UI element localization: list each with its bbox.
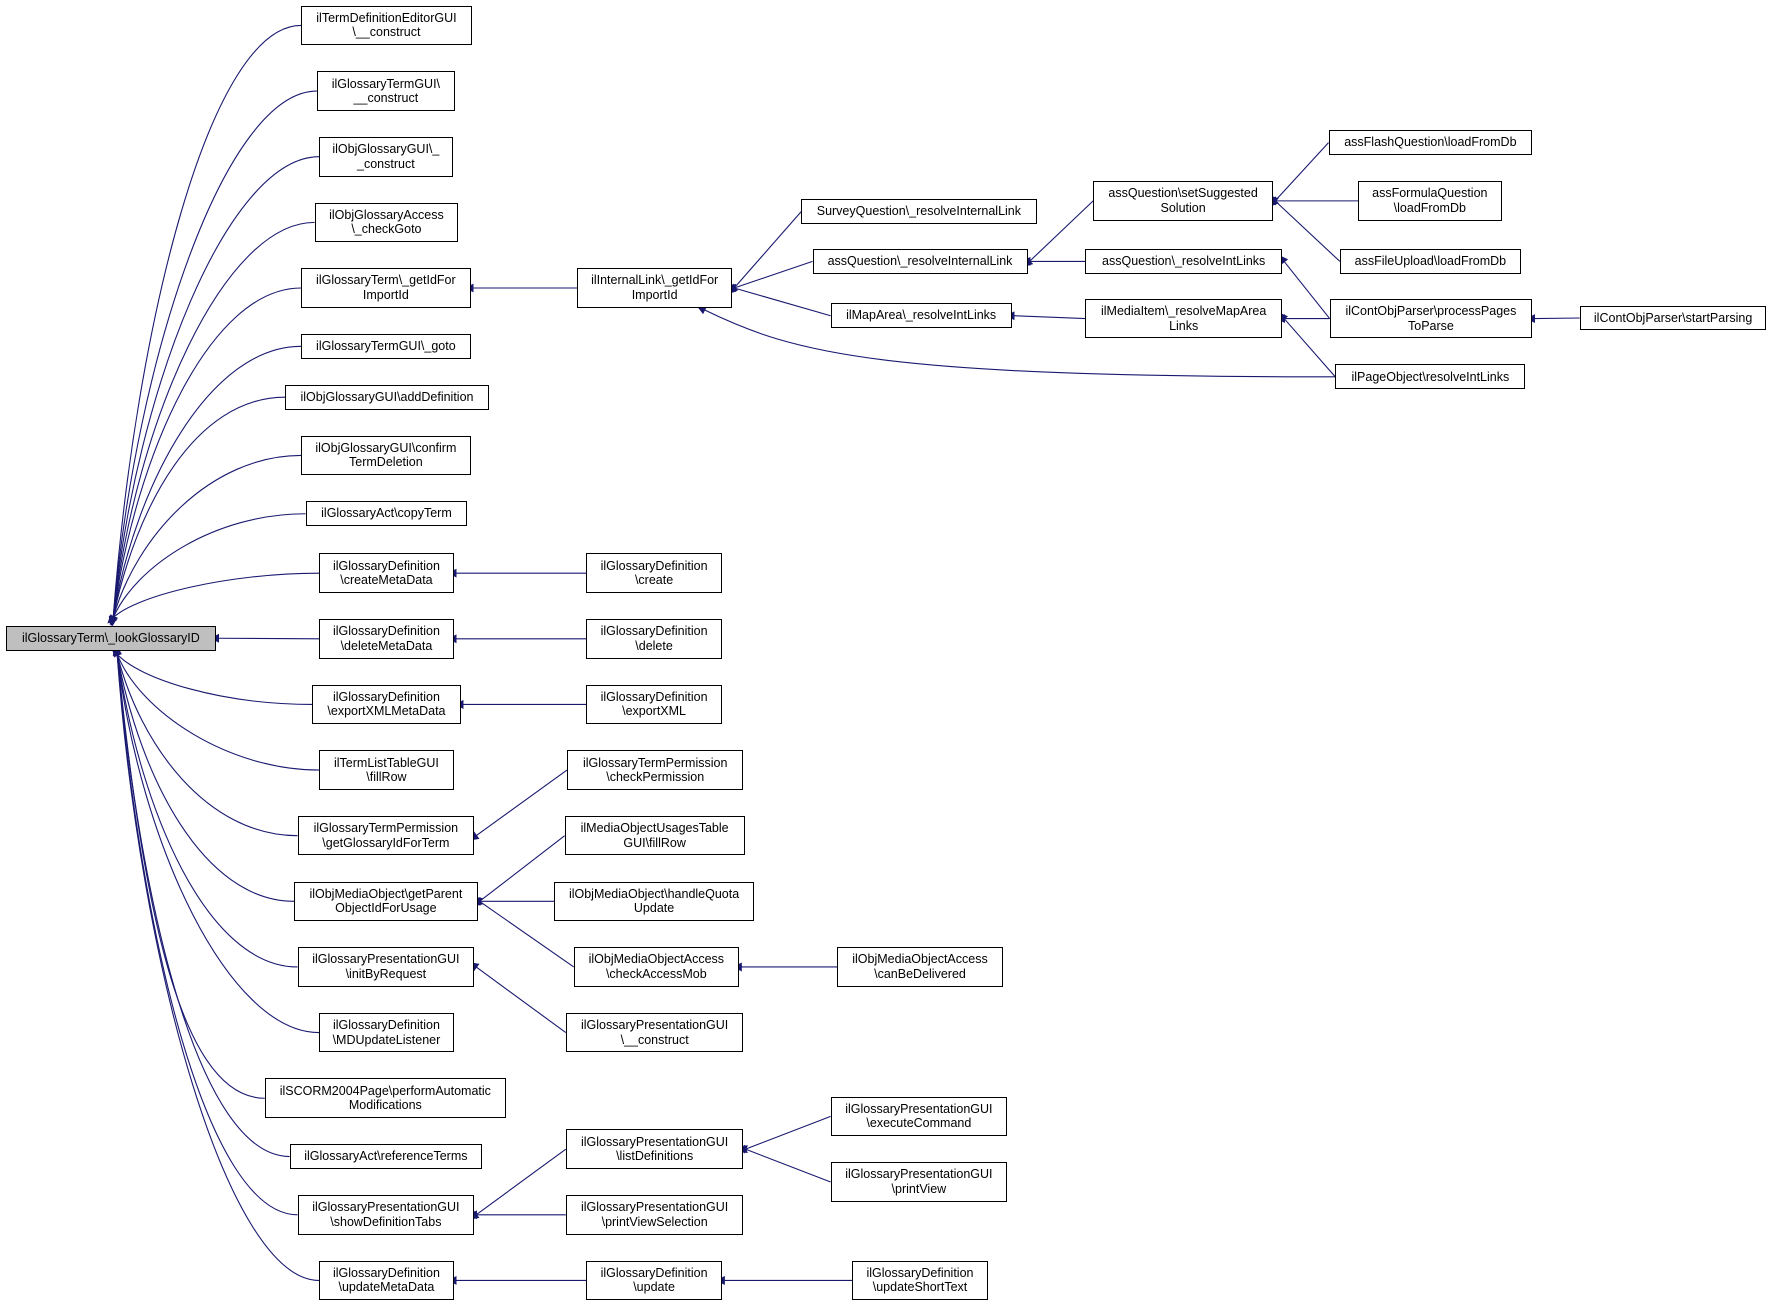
node-ilglossarytermpermission-checkpermission[interactable]: ilGlossaryTermPermission \checkPermissio…: [566, 750, 744, 790]
edge-m11-to-m13: [1526, 314, 1580, 324]
edge-root-to-n10: [107, 572, 320, 624]
node-ilglossaryterm-lookglossaryid[interactable]: ilGlossaryTerm\_lookGlossaryID: [5, 625, 217, 651]
node-assquestion-resolveinternallink[interactable]: assQuestion\_resolveInternalLink: [812, 248, 1028, 274]
edge-m3-to-m5: [1023, 200, 1094, 267]
edge-root-to-n19: [112, 646, 290, 1158]
edge-m1-to-m2: [728, 211, 802, 295]
edge-m1-to-m3: [726, 260, 813, 292]
node-ilglossarydefinition-exportxml[interactable]: ilGlossaryDefinition \exportXML: [586, 684, 722, 725]
edge-root-to-n21: [112, 646, 320, 1281]
node-assfileupload-loadfromdb[interactable]: assFileUpload\loadFromDb: [1339, 248, 1521, 274]
edge-root-to-n5: [108, 287, 302, 626]
node-ilmediaitem-resolvemaparea-links[interactable]: ilMediaItem\_resolveMapArea Links: [1085, 298, 1283, 339]
node-ilglossarypresentationgui-printviewselection[interactable]: ilGlossaryPresentationGUI \printViewSele…: [565, 1195, 744, 1235]
edge-root-to-n17: [112, 646, 320, 1034]
edge-c10-to-c12: [737, 1145, 831, 1183]
edge-m1-to-m12: [696, 306, 1336, 378]
edge-root-to-n11: [210, 633, 320, 643]
node-ilglossarypresentationgui-printview[interactable]: ilGlossaryPresentationGUI \printView: [830, 1162, 1008, 1202]
node-ilpageobject-resolveintlinks[interactable]: ilPageObject\resolveIntLinks: [1335, 364, 1526, 390]
node-ilobjglossarygui-confirm-termdeletion[interactable]: ilObjGlossaryGUI\confirm TermDeletion: [301, 435, 471, 476]
edge-root-to-n4: [108, 221, 315, 626]
node-ilglossarypresentationgui-listdefinitions[interactable]: ilGlossaryPresentationGUI \listDefinitio…: [565, 1129, 744, 1169]
node-ilglossarydefinition-createmetadata[interactable]: ilGlossaryDefinition \createMetaData: [319, 553, 454, 593]
node-assquestion-resolveintlinks[interactable]: assQuestion\_resolveIntLinks: [1085, 248, 1283, 274]
node-ilglossaryterm-getidfor-importid[interactable]: ilGlossaryTerm\_getIdFor ImportId: [301, 268, 471, 308]
edge-root-to-n9: [109, 513, 306, 626]
edge-m5-to-m8: [1269, 142, 1329, 207]
node-ilscorm2004page-performautomatic-modifications[interactable]: ilSCORM2004Page\performAutomatic Modific…: [264, 1078, 506, 1119]
edge-m7-to-m12: [1278, 312, 1336, 378]
edge-root-to-n14: [113, 646, 298, 837]
node-ilobjglossarygui-construct[interactable]: ilObjGlossaryGUI\_ _construct: [319, 136, 453, 177]
node-surveyquestion-resolveinternallink[interactable]: SurveyQuestion\_resolveInternalLink: [801, 199, 1037, 225]
node-ilglossarydefinition-update[interactable]: ilGlossaryDefinition \update: [586, 1260, 722, 1301]
edge-root-to-n12: [111, 648, 313, 705]
edge-n20-to-c10: [469, 1148, 567, 1220]
node-assflashquestion-loadfromdb[interactable]: assFlashQuestion\loadFromDb: [1328, 130, 1533, 156]
node-ilglossarydefinition-create[interactable]: ilGlossaryDefinition \create: [586, 553, 722, 593]
edge-root-to-n6: [108, 345, 302, 626]
edge-n14-to-c4: [469, 769, 568, 841]
node-ilobjmediaobjectaccess-canbedelivered[interactable]: ilObjMediaObjectAccess \canBeDelivered: [837, 947, 1003, 987]
edge-root-to-n13: [113, 646, 320, 771]
node-ilglossarypresentationgui-executecommand[interactable]: ilGlossaryPresentationGUI \executeComman…: [830, 1096, 1008, 1137]
node-ilglossarydefinition-updatemetadata[interactable]: ilGlossaryDefinition \updateMetaData: [319, 1260, 454, 1301]
node-ilmaparea-resolveintlinks[interactable]: ilMapArea\_resolveIntLinks: [830, 303, 1012, 329]
edge-m1-to-m4: [726, 283, 831, 317]
node-ilglossaryact-copyterm[interactable]: ilGlossaryAct\copyTerm: [305, 501, 468, 527]
edge-m6-to-m11: [1279, 255, 1331, 319]
node-assformulaquestion-loadfromdb[interactable]: assFormulaQuestion \loadFromDb: [1357, 181, 1502, 221]
edge-root-to-n16: [112, 646, 298, 968]
edge-root-to-n15: [112, 646, 295, 902]
node-iltermlisttablegui-fillrow[interactable]: ilTermListTableGUI \fillRow: [319, 750, 454, 790]
node-ilmediaobjectusagestable-gui-fillrow[interactable]: ilMediaObjectUsagesTable GUI\fillRow: [564, 815, 745, 856]
edge-root-to-n8: [109, 454, 302, 626]
edge-n15-to-c7: [472, 896, 575, 968]
node-ilcontobjparser-processpages-toparse[interactable]: ilContObjParser\processPages ToParse: [1329, 298, 1533, 339]
node-ilglossarydefinition-updateshorttext[interactable]: ilGlossaryDefinition \updateShortText: [852, 1260, 988, 1301]
edge-n15-to-c5: [473, 835, 566, 907]
node-ilobjmediaobjectaccess-checkaccessmob[interactable]: ilObjMediaObjectAccess \checkAccessMob: [573, 947, 739, 987]
node-ilglossarypresentationgui-construct[interactable]: ilGlossaryPresentationGUI \__construct: [565, 1012, 744, 1053]
node-ilglossaryact-referenceterms[interactable]: ilGlossaryAct\referenceTerms: [289, 1144, 483, 1169]
edge-root-to-n20: [112, 646, 298, 1216]
edge-m4-to-m7: [1005, 311, 1086, 321]
node-ilglossarydefinition-exportxmlmetadata[interactable]: ilGlossaryDefinition \exportXMLMetaData: [312, 684, 461, 725]
node-assquestion-setsuggested-solution[interactable]: assQuestion\setSuggested Solution: [1093, 181, 1274, 221]
node-ilglossarydefinition-delete[interactable]: ilGlossaryDefinition \delete: [586, 619, 722, 659]
edge-root-to-n7: [108, 396, 286, 626]
node-ilobjglossarygui-adddefinition[interactable]: ilObjGlossaryGUI\addDefinition: [285, 384, 489, 410]
edge-root-to-n3: [108, 156, 320, 626]
edge-root-to-n1: [108, 24, 302, 626]
node-ilglossarytermpermission-getglossaryidforterm[interactable]: ilGlossaryTermPermission \getGlossaryIdF…: [297, 815, 475, 856]
edge-n16-to-c9: [469, 962, 567, 1034]
node-ilglossarydefinition-deletemetadata[interactable]: ilGlossaryDefinition \deleteMetaData: [319, 619, 454, 659]
node-ilobjglossaryaccess-checkgoto[interactable]: ilObjGlossaryAccess \_checkGoto: [314, 202, 459, 243]
node-iltermdefinitioneditorgui-construct[interactable]: ilTermDefinitionEditorGUI \__construct: [301, 5, 472, 46]
node-ilglossarytermgui-construct[interactable]: ilGlossaryTermGUI\ __construct: [316, 71, 455, 111]
edge-c10-to-c11: [737, 1115, 831, 1154]
node-ilglossarypresentationgui-initbyrequest[interactable]: ilGlossaryPresentationGUI \initByRequest: [297, 947, 475, 987]
node-ilglossarytermgui-goto[interactable]: ilGlossaryTermGUI\_goto: [301, 333, 471, 359]
node-ilcontobjparser-startparsing[interactable]: ilContObjParser\startParsing: [1579, 305, 1767, 331]
edge-root-to-n2: [108, 90, 317, 626]
node-ilglossarydefinition-mdupdatelistener[interactable]: ilGlossaryDefinition \MDUpdateListener: [319, 1012, 454, 1053]
node-ilobjmediaobject-getparent-objectidforusage[interactable]: ilObjMediaObject\getParent ObjectIdForUs…: [294, 881, 478, 922]
edge-m5-to-m10: [1269, 195, 1341, 262]
node-ilinternallink-getidfor-importid[interactable]: ilInternalLink\_getIdFor ImportId: [577, 268, 733, 308]
node-ilobjmediaobject-handlequota-update[interactable]: ilObjMediaObject\handleQuota Update: [554, 881, 754, 922]
edge-root-to-n18: [112, 646, 265, 1099]
node-ilglossarypresentationgui-showdefinitiontabs[interactable]: ilGlossaryPresentationGUI \showDefinitio…: [297, 1195, 475, 1235]
